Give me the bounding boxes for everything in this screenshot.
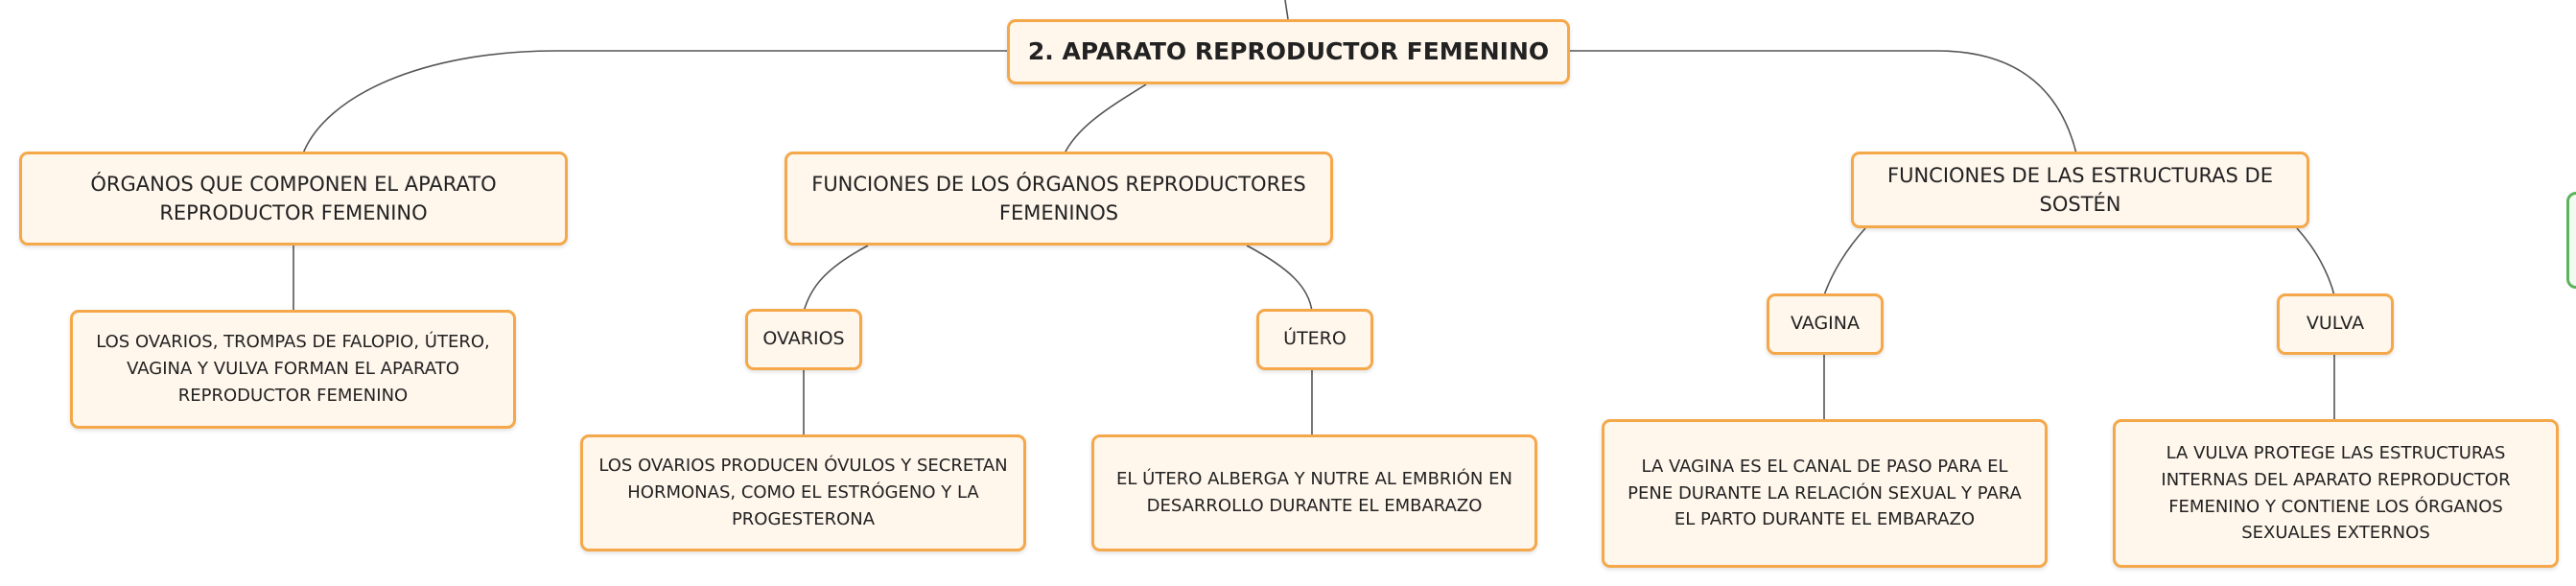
connector-root-branch-1 [302, 50, 1007, 154]
branch-label: FUNCIONES DE LOS ÓRGANOS REPRODUCTORES F… [811, 172, 1306, 224]
subtopic-node-utero[interactable]: ÚTERO [1256, 309, 1373, 370]
detail-text: LOS OVARIOS, TROMPAS DE FALOPIO, ÚTERO, … [96, 332, 490, 406]
connector-branch-2-ovarios [803, 245, 869, 313]
detail-text: EL ÚTERO ALBERGA Y NUTRE AL EMBRIÓN EN D… [1116, 469, 1512, 516]
detail-text: LA VAGINA ES EL CANAL DE PASO PARA EL PE… [1628, 456, 2022, 530]
detail-node-ovarios[interactable]: LOS OVARIOS PRODUCEN ÓVULOS Y SECRETAN H… [580, 434, 1026, 551]
subtopic-label: VAGINA [1791, 313, 1860, 335]
subtopic-label: ÚTERO [1283, 328, 1347, 350]
branch-node-estructuras-sosten[interactable]: FUNCIONES DE LAS ESTRUCTURAS DE SOSTÉN [1851, 152, 2309, 228]
branch-label: FUNCIONES DE LAS ESTRUCTURAS DE SOSTÉN [1887, 163, 2273, 216]
connector-branch-3-vagina [1823, 227, 1866, 296]
detail-node-vulva[interactable]: LA VULVA PROTEGE LAS ESTRUCTURAS INTERNA… [2113, 419, 2559, 568]
detail-text: LOS OVARIOS PRODUCEN ÓVULOS Y SECRETAN H… [598, 456, 1008, 529]
detail-text: LA VULVA PROTEGE LAS ESTRUCTURAS INTERNA… [2161, 442, 2511, 544]
connector-root-branch-2 [1064, 83, 1147, 154]
branch-label: ÓRGANOS QUE COMPONEN EL APARATO REPRODUC… [90, 172, 497, 224]
subtopic-node-ovarios[interactable]: OVARIOS [745, 309, 862, 370]
connector-branch-2-utero [1246, 245, 1313, 313]
root-topic-label: 2. APARATO REPRODUCTOR FEMENINO [1027, 36, 1550, 65]
subtopic-label: OVARIOS [762, 328, 845, 350]
collapsed-side-node[interactable] [2566, 192, 2576, 289]
detail-node-utero[interactable]: EL ÚTERO ALBERGA Y NUTRE AL EMBRIÓN EN D… [1091, 434, 1537, 551]
branch-node-funciones-organos[interactable]: FUNCIONES DE LOS ÓRGANOS REPRODUCTORES F… [785, 152, 1333, 246]
connector-to-parent [1284, 0, 1289, 20]
root-topic-node[interactable]: 2. APARATO REPRODUCTOR FEMENINO [1007, 19, 1570, 84]
connector-branch-3-vulva [2296, 227, 2335, 296]
branch-node-organos[interactable]: ÓRGANOS QUE COMPONEN EL APARATO REPRODUC… [19, 152, 568, 246]
subtopic-node-vulva[interactable]: VULVA [2277, 293, 2394, 355]
detail-node-vagina[interactable]: LA VAGINA ES EL CANAL DE PASO PARA EL PE… [1602, 419, 2048, 568]
subtopic-node-vagina[interactable]: VAGINA [1767, 293, 1884, 355]
detail-node-organos[interactable]: LOS OVARIOS, TROMPAS DE FALOPIO, ÚTERO, … [70, 310, 516, 429]
connector-root-branch-3 [1570, 50, 2077, 154]
subtopic-label: VULVA [2306, 313, 2365, 335]
